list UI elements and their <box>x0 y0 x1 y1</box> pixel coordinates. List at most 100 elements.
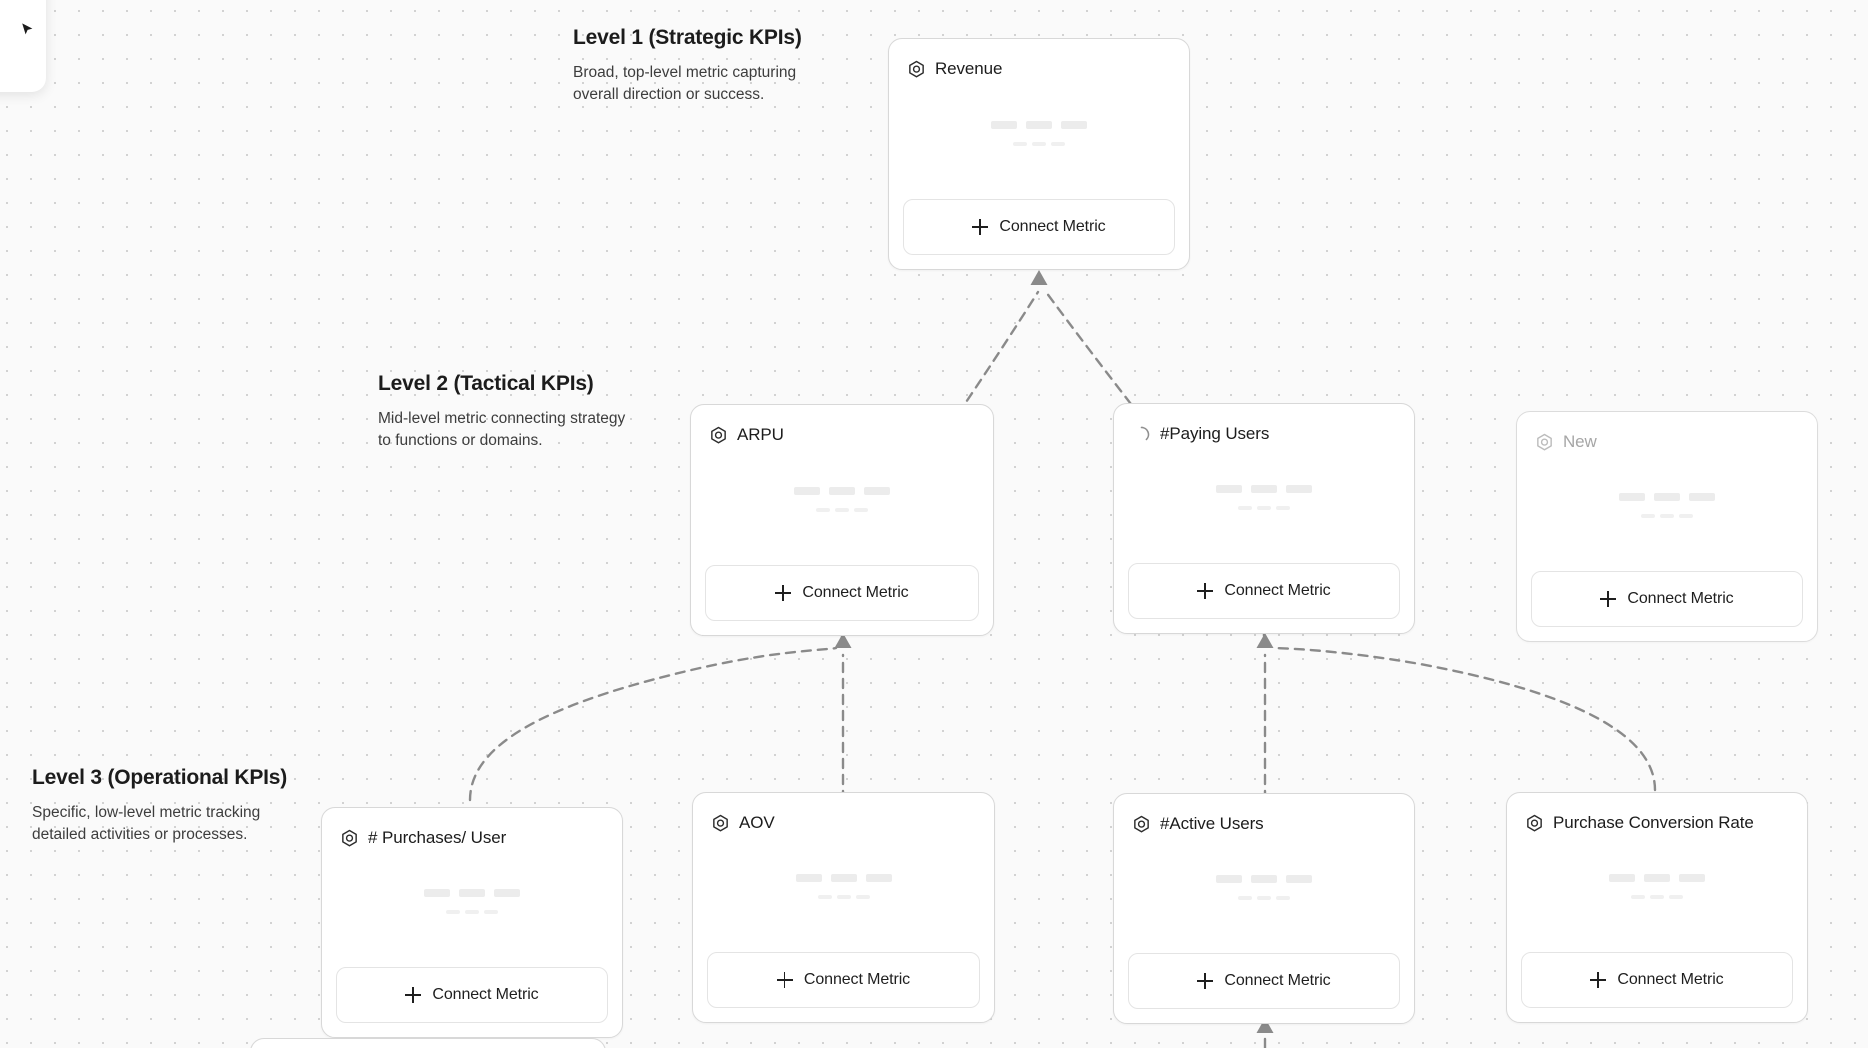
level-3-description: Specific, low-level metric tracking deta… <box>32 804 261 844</box>
hexagon-metric-icon <box>907 60 926 79</box>
card-skeleton-body <box>1128 836 1400 953</box>
metric-card-aov[interactable]: AOV Connect Metric <box>692 792 995 1023</box>
metric-card-active-users[interactable]: #Active Users Connect Metric <box>1113 793 1415 1024</box>
metric-card-purchases-per-user[interactable]: # Purchases/ User Connect Metric <box>321 807 623 1038</box>
connect-metric-label: Connect Metric <box>803 971 911 988</box>
skeleton-row-primary <box>991 120 1087 129</box>
hexagon-metric-icon <box>711 814 730 833</box>
skeleton-bar <box>1619 493 1645 501</box>
level-2-label-group: Level 2 (Tactical KPIs) Mid-level metric… <box>378 372 628 453</box>
connect-metric-button[interactable]: Connect Metric <box>1521 952 1793 1008</box>
connect-metric-label: Connect Metric <box>1627 590 1734 607</box>
skeleton-bar <box>1644 874 1670 882</box>
card-header: AOV <box>707 809 980 835</box>
connect-metric-label: Connect Metric <box>802 584 909 601</box>
skeleton-bar-small <box>1679 514 1693 518</box>
connect-metric-button[interactable]: Connect Metric <box>903 199 1175 255</box>
skeleton-bar-small <box>836 895 851 899</box>
metric-card-new[interactable]: New Connect Metric <box>1516 411 1818 642</box>
skeleton-row-secondary <box>817 895 870 899</box>
connect-metric-label: Connect Metric <box>432 986 539 1003</box>
level-1-label-group: Level 1 (Strategic KPIs) Broad, top-leve… <box>573 26 823 107</box>
skeleton-bar-small <box>1276 896 1290 900</box>
skeleton-bar-small <box>816 507 830 512</box>
card-title: ARPU <box>737 425 784 444</box>
edge-conversionrate-to-payingusers <box>1270 646 1657 792</box>
connect-metric-button[interactable]: Connect Metric <box>1128 563 1400 619</box>
skeleton-row-secondary <box>1238 896 1290 900</box>
loading-spinner-icon <box>1132 425 1151 444</box>
skeleton-bar <box>1216 485 1242 493</box>
metric-card-purchase-conversion-rate[interactable]: Purchase Conversion Rate Connect Metric <box>1506 792 1808 1023</box>
skeleton-row-secondary <box>446 910 498 914</box>
skeleton-row-primary <box>1216 875 1312 883</box>
skeleton-bar <box>1654 493 1680 501</box>
connect-metric-button[interactable]: Connect Metric <box>705 565 979 621</box>
plus-icon <box>972 219 989 235</box>
connect-metric-label: Connect Metric <box>1617 971 1724 988</box>
skeleton-bar <box>1251 485 1277 493</box>
skeleton-row-secondary <box>816 507 868 512</box>
connect-metric-label: Connect Metric <box>1224 582 1331 599</box>
level-2-description: Mid-level metric connecting strategy to … <box>378 410 626 450</box>
skeleton-row-secondary <box>1238 506 1290 510</box>
hexagon-metric-icon <box>1525 814 1544 833</box>
arrowhead-into-revenue <box>1030 270 1048 285</box>
skeleton-bar-small <box>1660 514 1674 518</box>
connect-metric-button[interactable]: Connect Metric <box>336 967 608 1023</box>
card-header: #Paying Users <box>1128 420 1400 446</box>
edge-purchases-to-arpu <box>468 646 838 802</box>
hexagon-metric-icon <box>340 829 359 848</box>
card-title: #Paying Users <box>1160 424 1270 443</box>
skeleton-bar <box>865 874 892 882</box>
card-header: # Purchases/ User <box>336 824 608 850</box>
skeleton-row-primary <box>424 889 520 897</box>
card-title: AOV <box>739 813 775 832</box>
metric-card-arpu[interactable]: ARPU Connect Metric <box>690 404 994 636</box>
plus-icon <box>405 987 422 1003</box>
skeleton-bar-small <box>1641 514 1655 518</box>
card-title: Purchase Conversion Rate <box>1553 813 1754 832</box>
plus-icon <box>1590 972 1607 988</box>
card-header: ARPU <box>705 421 979 447</box>
skeleton-row-primary <box>1216 485 1312 493</box>
skeleton-bar-small <box>1669 895 1683 899</box>
skeleton-row-secondary <box>1631 895 1683 899</box>
skeleton-bar-small <box>855 895 870 899</box>
skeleton-bar <box>864 486 890 495</box>
connect-metric-button[interactable]: Connect Metric <box>1531 571 1803 627</box>
metric-card-paying-users[interactable]: #Paying Users Connect Metric <box>1113 403 1415 634</box>
plus-icon <box>775 585 792 601</box>
skeleton-bar <box>1679 874 1705 882</box>
skeleton-bar-small <box>1257 506 1271 510</box>
cursor-pointer-icon[interactable] <box>20 22 36 43</box>
skeleton-bar-small <box>835 507 849 512</box>
connect-metric-button[interactable]: Connect Metric <box>707 952 980 1008</box>
metric-card-offscreen-partial[interactable] <box>250 1038 606 1048</box>
skeleton-bar-small <box>1238 506 1252 510</box>
arrowhead-into-payingusers-center <box>1256 633 1274 648</box>
skeleton-bar-small <box>1631 895 1645 899</box>
card-header: Purchase Conversion Rate <box>1521 809 1793 835</box>
skeleton-bar-small <box>1051 141 1065 146</box>
skeleton-row-primary <box>795 874 892 882</box>
skeleton-bar <box>830 874 857 882</box>
connect-metric-button[interactable]: Connect Metric <box>1128 953 1400 1009</box>
skeleton-bar <box>1026 120 1052 129</box>
skeleton-bar-small <box>1276 506 1290 510</box>
skeleton-row-primary <box>1619 493 1715 501</box>
card-header: Revenue <box>903 55 1175 81</box>
skeleton-row-secondary <box>1013 141 1065 146</box>
skeleton-bar-small <box>1650 895 1664 899</box>
skeleton-bar-small <box>1257 896 1271 900</box>
connect-metric-label: Connect Metric <box>999 218 1106 235</box>
card-title: #Active Users <box>1160 814 1264 833</box>
skeleton-bar <box>1216 875 1242 883</box>
skeleton-row-primary <box>1609 874 1705 882</box>
card-header: #Active Users <box>1128 810 1400 836</box>
hexagon-metric-icon <box>1132 815 1151 834</box>
floating-toolbar-panel[interactable] <box>0 0 46 92</box>
level-1-description: Broad, top-level metric capturing overal… <box>573 64 797 104</box>
metric-card-revenue[interactable]: Revenue Connect Metric <box>888 38 1190 270</box>
